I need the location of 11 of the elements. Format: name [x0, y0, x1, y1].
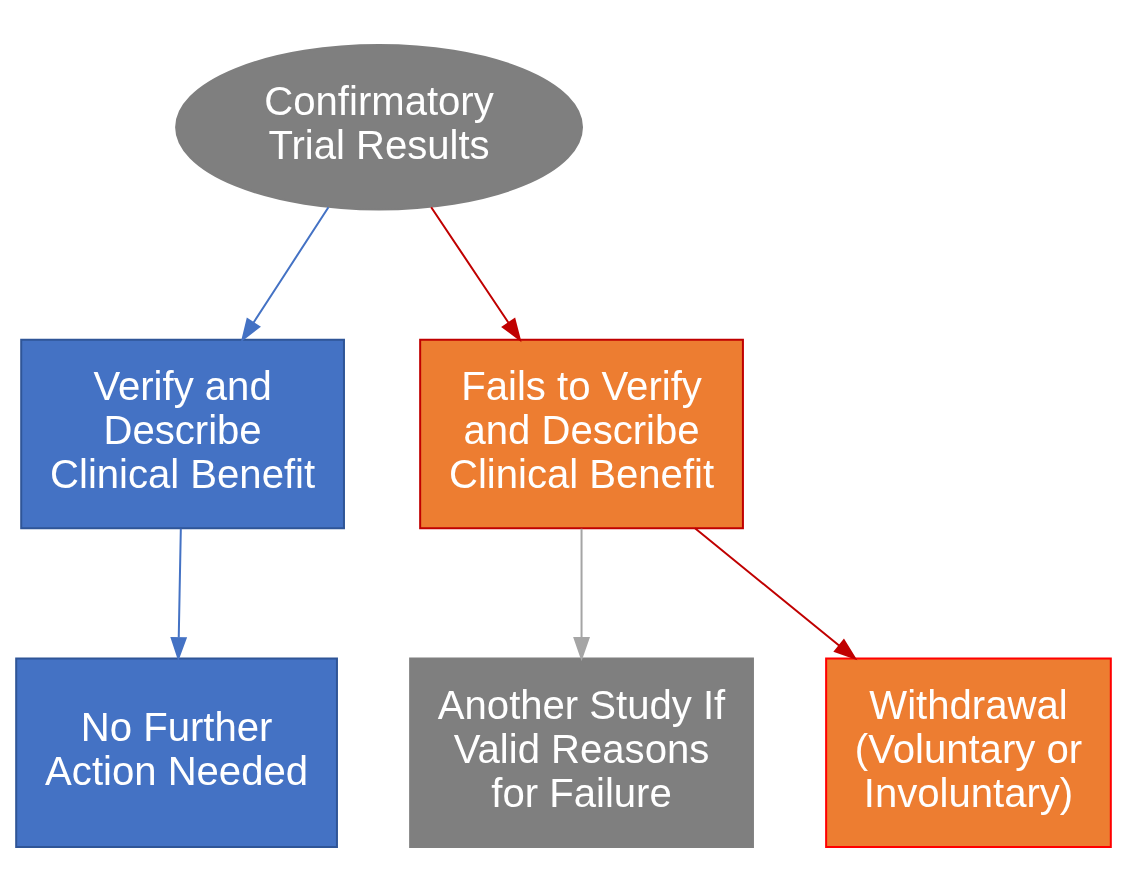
arrow — [694, 527, 858, 661]
arrow — [240, 206, 330, 343]
node-box: Verify and Describe Clinical Benefit — [20, 338, 345, 530]
node-box: Withdrawal (Voluntary or Involuntary) — [825, 657, 1112, 848]
node-box: No Further Action Needed — [15, 657, 338, 848]
node-ellipse: Confirmatory Trial Results — [175, 44, 583, 211]
node-box: Fails to Verify and Describe Clinical Benefit — [419, 338, 744, 530]
arrow — [170, 527, 188, 662]
node-box: Another Study If Valid Reasons for Failure — [409, 657, 754, 848]
arrow — [430, 206, 522, 343]
arrow — [573, 527, 590, 662]
